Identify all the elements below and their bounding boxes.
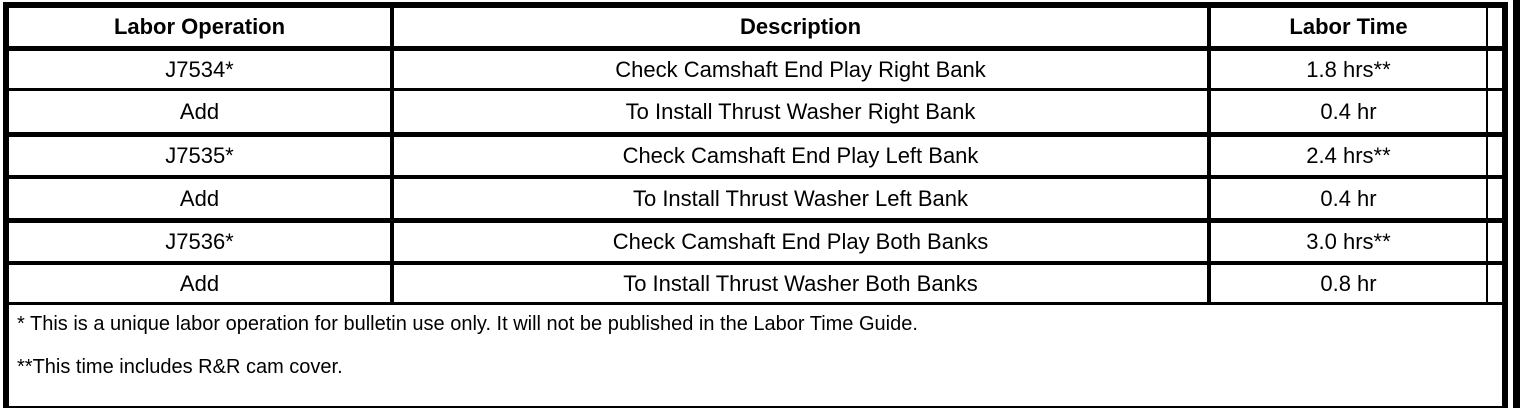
description-cell: Check Camshaft End Play Right Bank — [392, 48, 1211, 91]
table-row: J7536* Check Camshaft End Play Both Bank… — [6, 220, 1505, 265]
spacer-cell — [1487, 220, 1505, 265]
description-cell: To Install Thrust Washer Both Banks — [392, 263, 1211, 305]
labor-time-cell: 3.0 hrs** — [1209, 220, 1488, 265]
spacer-header-cell — [1487, 5, 1505, 51]
labor-time-cell: 0.8 hr — [1209, 263, 1488, 305]
page-edge-line — [1513, 0, 1520, 408]
description-cell: To Install Thrust Washer Right Bank — [392, 89, 1211, 137]
labor-time-cell: 0.4 hr — [1209, 177, 1488, 223]
labor-operation-cell: Add — [6, 263, 394, 305]
footnote-rr-cam-cover: **This time includes R&R cam cover. — [17, 356, 343, 378]
labor-operation-cell: J7535* — [6, 134, 394, 179]
table-header-row: Labor Operation Description Labor Time — [6, 5, 1505, 51]
spacer-cell — [1487, 134, 1505, 179]
labor-operation-cell: J7536* — [6, 220, 394, 265]
labor-operation-cell: Add — [6, 177, 394, 223]
labor-time-cell: 0.4 hr — [1209, 89, 1488, 137]
labor-operation-cell: J7534* — [6, 48, 394, 91]
table-row: Add To Install Thrust Washer Both Banks … — [6, 263, 1505, 305]
table-row: Add To Install Thrust Washer Left Bank 0… — [6, 177, 1505, 223]
description-cell: Check Camshaft End Play Both Banks — [392, 220, 1211, 265]
description-header: Description — [392, 5, 1211, 51]
description-cell: Check Camshaft End Play Left Bank — [392, 134, 1211, 179]
footnote-unique-operation: * This is a unique labor operation for b… — [17, 313, 918, 335]
labor-time-cell: 2.4 hrs** — [1209, 134, 1488, 179]
spacer-cell — [1487, 48, 1505, 91]
footnotes-row: * This is a unique labor operation for b… — [6, 304, 1505, 408]
labor-time-header: Labor Time — [1209, 5, 1488, 51]
labor-operation-cell: Add — [6, 89, 394, 137]
labor-time-table: Labor Operation Description Labor Time J… — [3, 2, 1508, 408]
spacer-cell — [1487, 263, 1505, 305]
footnotes-cell: * This is a unique labor operation for b… — [6, 304, 1505, 408]
description-cell: To Install Thrust Washer Left Bank — [392, 177, 1211, 223]
table-row: J7535* Check Camshaft End Play Left Bank… — [6, 134, 1505, 179]
spacer-cell — [1487, 177, 1505, 223]
spacer-cell — [1487, 89, 1505, 137]
table-row: J7534* Check Camshaft End Play Right Ban… — [6, 48, 1505, 91]
labor-operation-header: Labor Operation — [6, 5, 394, 51]
labor-time-cell: 1.8 hrs** — [1209, 48, 1488, 91]
table-row: Add To Install Thrust Washer Right Bank … — [6, 89, 1505, 137]
